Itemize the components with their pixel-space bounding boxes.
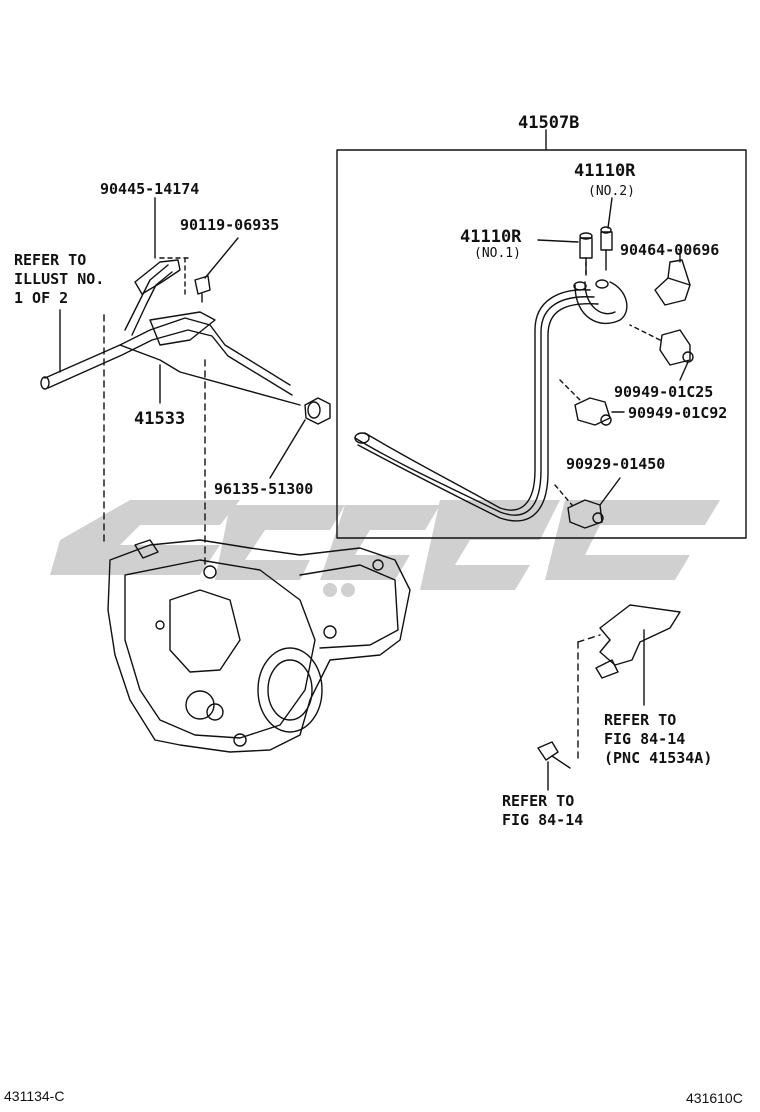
assembly-frame — [336, 149, 747, 539]
label-refer-illust-3: 1 OF 2 — [14, 289, 69, 307]
footer-right-code: 431610C — [686, 1090, 743, 1106]
label-refer-fig-a-1: REFER TO — [604, 711, 677, 729]
hose-fitting-no1 — [579, 232, 593, 276]
label-refer-fig-a-3: (PNC 41534A) — [604, 749, 713, 767]
clip-90949-01c25 — [659, 329, 694, 366]
label-clip-b: 90949-01C25 — [614, 383, 714, 401]
transfer-case-housing — [107, 539, 411, 753]
label-clip-d: 90929-01450 — [566, 455, 666, 473]
leader-plug — [269, 419, 306, 479]
label-bolt-top: 90119-06935 — [180, 216, 280, 234]
hose-90445-14174 — [134, 259, 181, 295]
label-hose-top: 90445-14174 — [100, 180, 200, 198]
hose-fitting-no2 — [600, 226, 613, 271]
label-hose-no2-sub: (NO.2) — [588, 184, 635, 199]
clip-90929-01450 — [567, 499, 604, 529]
leader-no1 — [537, 239, 579, 243]
label-refer-fig-a-2: FIG 84-14 — [604, 730, 686, 748]
label-hose-no1-sub: (NO.1) — [474, 246, 521, 261]
bolt-lower — [537, 741, 571, 769]
label-tube: 41533 — [134, 409, 186, 429]
clip-90464-00696 — [654, 259, 691, 306]
hose-assembly-41507b — [354, 279, 628, 522]
label-refer-illust-2: ILLUST NO. — [14, 270, 105, 288]
label-hose-no2: 41110R — [574, 161, 636, 181]
label-refer-fig-b-1: REFER TO — [502, 792, 575, 810]
tube-assembly-41533 — [40, 264, 301, 406]
label-refer-fig-b-2: FIG 84-14 — [502, 811, 584, 829]
footer-left-code: 431134-C — [4, 1088, 65, 1104]
label-refer-illust-1: REFER TO — [14, 251, 87, 269]
label-clip-a: 90464-00696 — [620, 241, 720, 259]
plug-96135-51300 — [304, 397, 331, 425]
bolt-90119-06935 — [194, 275, 211, 303]
label-clip-c: 90949-01C92 — [628, 404, 728, 422]
label-plug: 96135-51300 — [214, 480, 314, 498]
label-assembly: 41507B — [518, 113, 580, 133]
leader-no2 — [607, 197, 613, 229]
bracket-41534a — [595, 604, 681, 679]
label-hose-no1: 41110R — [460, 227, 522, 247]
watermark-logo — [50, 500, 720, 597]
clip-90949-01c92 — [574, 397, 612, 426]
leader-bolt — [204, 237, 239, 279]
